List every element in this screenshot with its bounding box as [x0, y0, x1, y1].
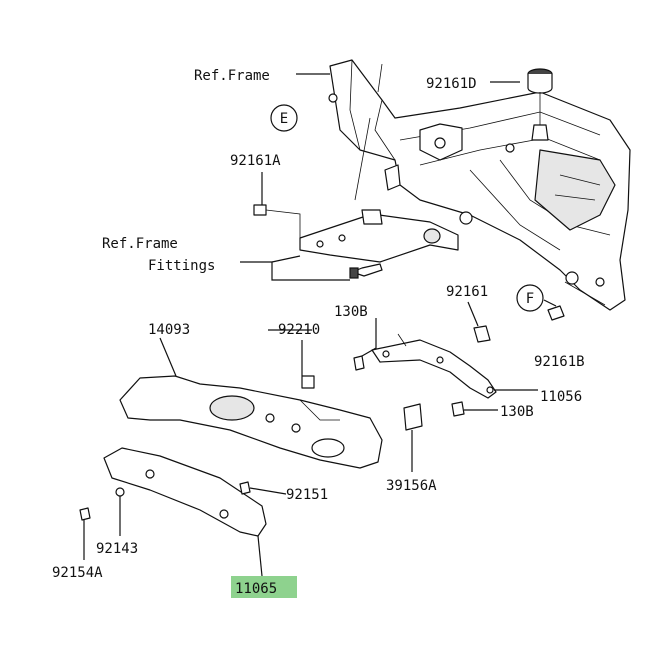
label-92161d: 92161D	[426, 76, 477, 92]
label-ref-frame-fittings-2: Fittings	[148, 258, 215, 274]
callout-f: F	[516, 284, 544, 312]
callout-f-text: F	[526, 291, 534, 307]
label-11065: 11065	[235, 581, 277, 597]
tail-cowl	[79, 375, 423, 537]
label-39156a: 39156A	[386, 478, 437, 494]
label-130b-top: 130B	[334, 304, 368, 320]
bracket-11056	[353, 305, 565, 417]
frame-assembly	[328, 59, 631, 311]
label-92161a: 92161A	[230, 153, 281, 169]
label-92154a: 92154A	[52, 565, 103, 581]
callout-e: E	[270, 104, 298, 132]
label-92143: 92143	[96, 541, 138, 557]
frame-fittings	[253, 204, 459, 279]
part-labels: Ref.Frame 92161D 92161A Ref.Frame Fittin…	[52, 68, 585, 597]
label-92161b: 92161B	[534, 354, 585, 370]
callout-e-text: E	[280, 111, 288, 127]
leader-lines	[83, 73, 557, 577]
label-92151: 92151	[286, 487, 328, 503]
label-92161: 92161	[446, 284, 488, 300]
label-130b-right: 130B	[500, 404, 534, 420]
label-14093: 14093	[148, 322, 190, 338]
highlight-11065	[231, 576, 297, 598]
label-92210: 92210	[278, 322, 320, 338]
label-11056: 11056	[540, 389, 582, 405]
label-ref-frame: Ref.Frame	[194, 68, 270, 84]
label-ref-frame-fittings-1: Ref.Frame	[102, 236, 178, 252]
